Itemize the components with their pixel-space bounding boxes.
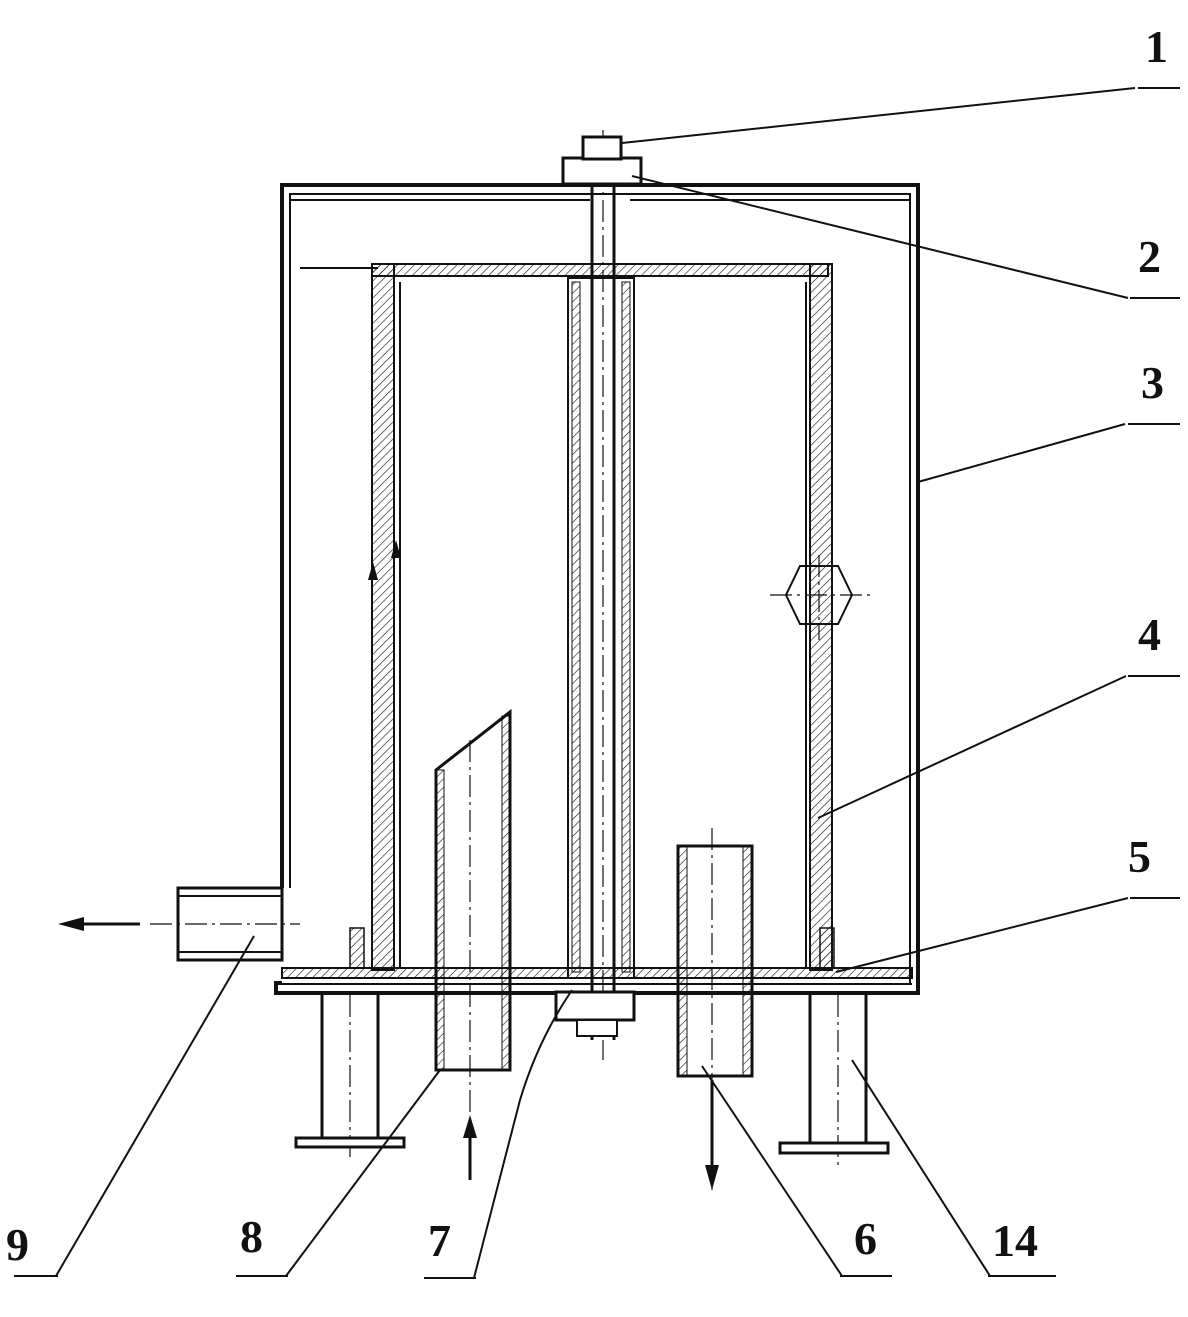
support-leg-left xyxy=(294,991,406,1160)
inlet-pipe xyxy=(434,708,512,1180)
bottom-plate xyxy=(281,927,913,985)
label-14: 14 xyxy=(992,1215,1038,1266)
label-7: 7 xyxy=(428,1215,451,1266)
label-2: 2 xyxy=(1138,231,1161,282)
leader-lines xyxy=(14,87,1180,1279)
support-leg-right xyxy=(778,991,890,1168)
label-4: 4 xyxy=(1138,609,1161,660)
label-3: 3 xyxy=(1141,357,1164,408)
label-8: 8 xyxy=(240,1211,263,1262)
label-6: 6 xyxy=(854,1213,877,1264)
label-5: 5 xyxy=(1128,831,1151,882)
inspection-port xyxy=(770,555,870,640)
label-1: 1 xyxy=(1145,21,1168,72)
central-shaft xyxy=(554,130,643,1060)
outlet-pipe xyxy=(676,828,754,1190)
outer-tank xyxy=(274,183,920,995)
drain-pipe xyxy=(58,886,300,962)
label-9: 9 xyxy=(6,1219,29,1270)
